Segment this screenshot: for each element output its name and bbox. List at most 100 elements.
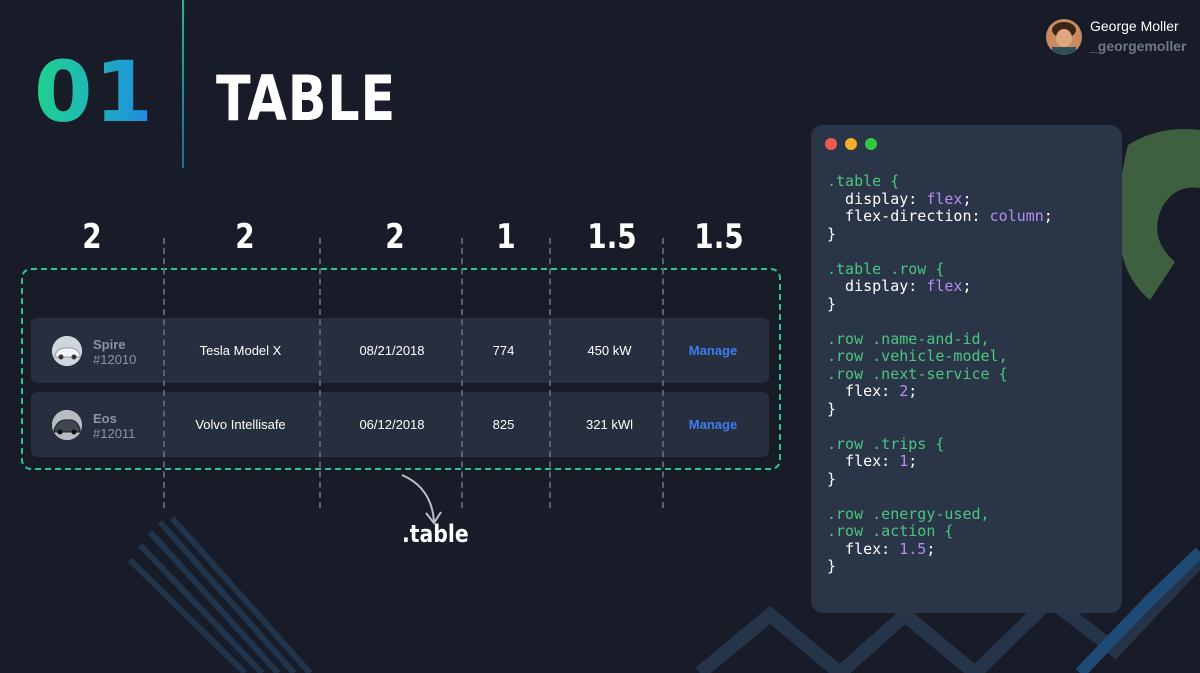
code-text: flex: bbox=[827, 540, 899, 558]
next-service: 08/21/2018 bbox=[318, 318, 466, 383]
code-selector: .row .vehicle-model, bbox=[827, 347, 1008, 365]
code-line: .table .row { bbox=[827, 261, 1053, 279]
author-avatar bbox=[1046, 19, 1082, 55]
arrow-curve bbox=[402, 475, 434, 522]
code-line: flex: 1; bbox=[827, 453, 1053, 471]
maximize-dot-icon bbox=[865, 138, 877, 150]
css-code-block: .table { display: flex; flex-direction: … bbox=[827, 173, 1053, 576]
code-selector: .row .name-and-id, bbox=[827, 330, 990, 348]
code-line: flex: 1.5; bbox=[827, 541, 1053, 559]
code-selector: .row .energy-used, bbox=[827, 505, 990, 523]
code-line: } bbox=[827, 401, 1053, 419]
page-title: TABLE bbox=[216, 68, 396, 130]
close-dot-icon bbox=[825, 138, 837, 150]
column-divider bbox=[163, 238, 165, 508]
code-window: .table { display: flex; flex-direction: … bbox=[811, 125, 1122, 613]
code-line: .row .next-service { bbox=[827, 366, 1053, 384]
flex-label-trips: 1 bbox=[496, 220, 515, 254]
author-handle: _georgemoller bbox=[1090, 38, 1186, 54]
code-text: ; bbox=[926, 540, 935, 558]
code-text: } bbox=[827, 557, 836, 575]
flex-label-vehicle-model: 2 bbox=[235, 220, 254, 254]
arc-decoration bbox=[1118, 129, 1200, 300]
code-text: flex-direction: bbox=[827, 207, 990, 225]
code-line: } bbox=[827, 471, 1053, 489]
code-value: column bbox=[990, 207, 1044, 225]
code-line bbox=[827, 243, 1053, 261]
code-value: 2 bbox=[899, 382, 908, 400]
code-line: flex: 2; bbox=[827, 383, 1053, 401]
vehicle-id: #12011 bbox=[93, 426, 135, 441]
code-text: flex: bbox=[827, 452, 899, 470]
vehicle-name: Spire bbox=[93, 337, 126, 352]
code-text: } bbox=[827, 470, 836, 488]
avatar-icon bbox=[1046, 19, 1082, 55]
code-line: flex-direction: column; bbox=[827, 208, 1053, 226]
flex-label-next-service: 2 bbox=[385, 220, 404, 254]
code-selector: .row .trips { bbox=[827, 435, 944, 453]
code-line: } bbox=[827, 226, 1053, 244]
code-value: flex bbox=[926, 277, 962, 295]
minimize-dot-icon bbox=[845, 138, 857, 150]
car-thumbnail bbox=[52, 410, 82, 440]
code-line: } bbox=[827, 558, 1053, 576]
vehicle-model: Tesla Model X bbox=[163, 318, 318, 383]
next-service: 06/12/2018 bbox=[318, 392, 466, 457]
energy-used: 321 kWl bbox=[541, 392, 678, 457]
code-line bbox=[827, 488, 1053, 506]
code-value: 1 bbox=[899, 452, 908, 470]
code-line: } bbox=[827, 296, 1053, 314]
code-text: ; bbox=[962, 277, 971, 295]
trips: 774 bbox=[466, 318, 541, 383]
table-class-label: .table bbox=[402, 520, 469, 548]
table-row[interactable]: Eos #12011 Volvo Intellisafe 06/12/2018 … bbox=[31, 392, 769, 457]
code-value: 1.5 bbox=[899, 540, 926, 558]
code-text: } bbox=[827, 295, 836, 313]
code-line: display: flex; bbox=[827, 191, 1053, 209]
author-name: George Moller bbox=[1090, 18, 1179, 34]
code-selector: .row .next-service { bbox=[827, 365, 1008, 383]
code-text: display: bbox=[827, 190, 926, 208]
code-text: } bbox=[827, 400, 836, 418]
code-text: display: bbox=[827, 277, 926, 295]
code-line: .row .trips { bbox=[827, 436, 1053, 454]
code-line bbox=[827, 418, 1053, 436]
vehicle-id: #12010 bbox=[93, 352, 136, 367]
code-selector: .row .action { bbox=[827, 522, 953, 540]
column-divider bbox=[662, 238, 664, 508]
header-divider bbox=[182, 0, 184, 168]
code-line: .row .vehicle-model, bbox=[827, 348, 1053, 366]
table-row[interactable]: Spire #12010 Tesla Model X 08/21/2018 77… bbox=[31, 318, 769, 383]
code-line: display: flex; bbox=[827, 278, 1053, 296]
code-line bbox=[827, 313, 1053, 331]
energy-used: 450 kW bbox=[541, 318, 678, 383]
section-number: 01 bbox=[34, 50, 155, 134]
trips: 825 bbox=[466, 392, 541, 457]
vehicle-name: Eos bbox=[93, 411, 117, 426]
code-text: ; bbox=[908, 452, 917, 470]
code-selector: .table { bbox=[827, 172, 899, 190]
flex-label-energy-used: 1.5 bbox=[587, 220, 636, 254]
code-line: .row .name-and-id, bbox=[827, 331, 1053, 349]
flex-label-action: 1.5 bbox=[694, 220, 743, 254]
column-divider bbox=[549, 238, 551, 508]
column-divider bbox=[319, 238, 321, 508]
code-text: ; bbox=[1044, 207, 1053, 225]
vehicle-model: Volvo Intellisafe bbox=[163, 392, 318, 457]
code-text: ; bbox=[908, 382, 917, 400]
code-text: flex: bbox=[827, 382, 899, 400]
flex-label-name-and-id: 2 bbox=[82, 220, 101, 254]
code-line: .row .energy-used, bbox=[827, 506, 1053, 524]
car-icon bbox=[52, 336, 82, 366]
code-text: ; bbox=[962, 190, 971, 208]
code-selector: .table .row { bbox=[827, 260, 944, 278]
manage-link[interactable]: Manage bbox=[661, 392, 765, 457]
code-value: flex bbox=[926, 190, 962, 208]
car-thumbnail bbox=[52, 336, 82, 366]
car-icon bbox=[52, 410, 82, 440]
code-line: .table { bbox=[827, 173, 1053, 191]
code-text: } bbox=[827, 225, 836, 243]
column-divider bbox=[461, 238, 463, 508]
code-line: .row .action { bbox=[827, 523, 1053, 541]
manage-link[interactable]: Manage bbox=[661, 318, 765, 383]
